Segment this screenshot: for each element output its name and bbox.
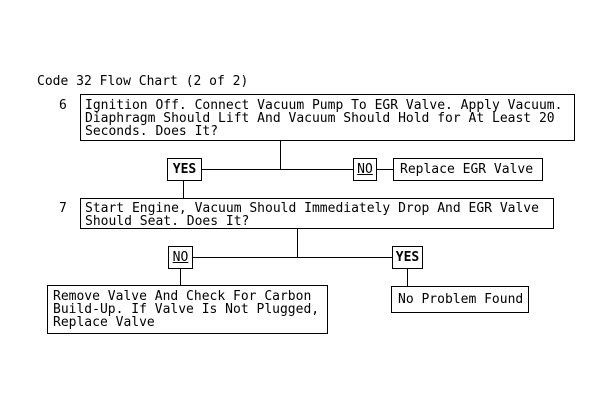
step6-question-line1: Ignition Off. Connect Vacuum Pump To EGR… [85,98,563,113]
connector-step7-rail [193,257,392,258]
step7-yes-label: YES [392,246,423,269]
step6-yes-text: YES [172,162,197,177]
step7-no-result-line2: Build-Up. If Valve Is Not Plugged, [53,302,320,317]
step6-question-box: Ignition Off. Connect Vacuum Pump To EGR… [80,94,575,141]
step6-question-line2: Diaphragm Should Lift And Vacuum Should … [85,111,555,126]
step7-yes-result-box: No Problem Found [391,286,529,313]
connector-step6-no-to-result [377,169,393,170]
step7-question-line1: Start Engine, Vacuum Should Immediately … [85,201,539,216]
step7-question-line2: Should Seat. Does It? [85,214,250,229]
step6-no-text: NO [357,162,373,177]
step7-no-result-box: Remove Valve And Check For Carbon Build-… [47,285,328,334]
step7-question-box: Start Engine, Vacuum Should Immediately … [80,198,554,229]
step6-yes-label: YES [167,158,202,181]
step7-number: 7 [59,201,67,216]
connector-no-to-remove-box [180,269,181,285]
connector-step6-drop [280,141,281,170]
step7-no-result-line3: Replace Valve [53,315,155,330]
chart-title: Code 32 Flow Chart (2 of 2) [37,74,249,89]
step7-no-result-line1: Remove Valve And Check For Carbon [53,289,312,304]
step6-no-result-box: Replace EGR Valve [393,158,543,181]
connector-yes-to-step7 [183,181,184,198]
step6-question-line3: Seconds. Does It? [85,124,219,139]
step7-no-text: NO [172,250,189,265]
connector-step6-rail [202,169,353,170]
step7-yes-text: YES [395,250,420,265]
connector-yes-to-noproblem-box [407,269,408,286]
step6-number: 6 [59,98,67,113]
step6-no-label: NO [353,158,377,181]
step6-no-result-text: Replace EGR Valve [400,162,534,177]
step7-no-label: NO [168,246,193,269]
connector-step7-drop [297,229,298,258]
step7-yes-result-text: No Problem Found [398,292,524,307]
